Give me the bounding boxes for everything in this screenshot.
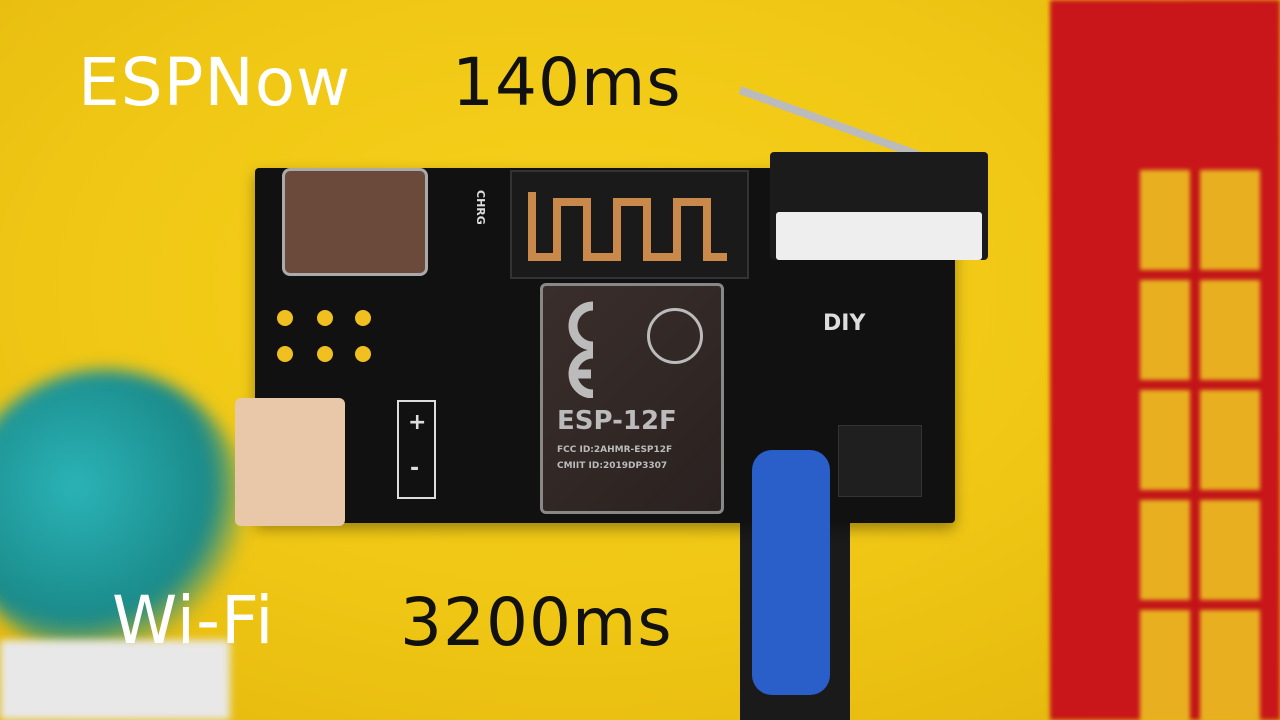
esp12f-module: ESP-12F FCC ID:2AHMR-ESP12F CMIIT ID:201… [540, 283, 724, 514]
wifi-label: Wi-Fi [112, 582, 275, 659]
chrg-marking: CHRG [474, 190, 487, 225]
espnow-time: 140ms [452, 44, 682, 121]
plus-marking: + [408, 410, 427, 435]
module-name: ESP-12F [557, 406, 677, 436]
espnow-label: ESPNow [78, 44, 352, 121]
phone-booth-background [1050, 0, 1280, 720]
micro-switch [770, 152, 988, 260]
cmiit-id: CMIIT ID:2019DP3307 [557, 461, 668, 471]
plant-pot [0, 640, 230, 720]
wifi-time: 3200ms [400, 584, 673, 661]
diy-logo: DIY [823, 311, 866, 336]
pcb-antenna [510, 170, 749, 279]
jst-connector [235, 398, 345, 526]
plant-blurred [0, 370, 250, 660]
ai-thinker-logo-icon [647, 308, 703, 364]
minus-marking: - [410, 456, 420, 481]
ic-chip [838, 425, 922, 497]
battery-polarity-box: + - [397, 400, 436, 499]
blue-cable [752, 450, 830, 695]
usb-c-port [282, 168, 428, 276]
ce-mark-icon [568, 301, 594, 398]
fcc-id: FCC ID:2AHMR-ESP12F [557, 445, 673, 455]
